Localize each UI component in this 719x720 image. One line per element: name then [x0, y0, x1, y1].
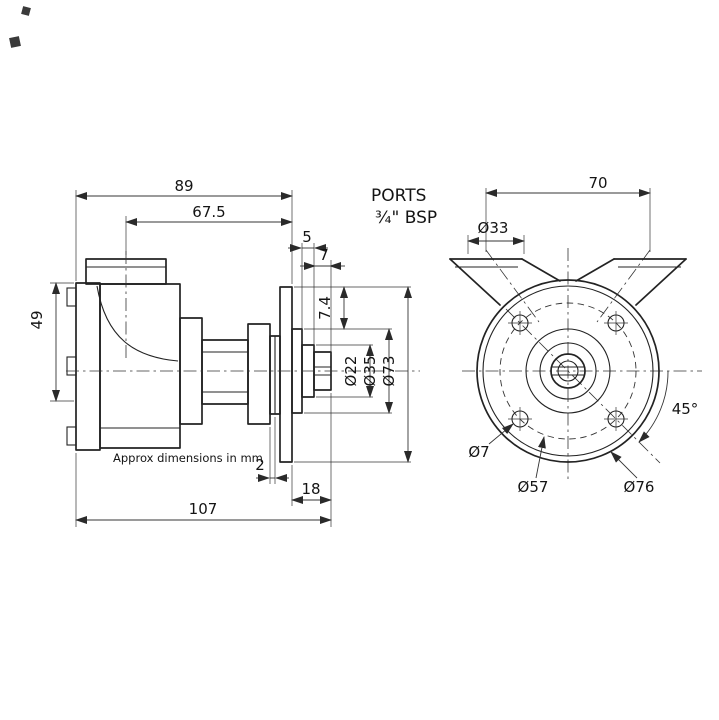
units-note: Approx dimensions in mm [113, 451, 263, 465]
front-mounting-flange [279, 286, 293, 463]
leader-dia57: Ø57 [518, 436, 549, 496]
dim-dia73-label: Ø73 [380, 356, 398, 387]
leader-dia76: Ø76 [610, 451, 655, 496]
dim-7-label: 7 [319, 246, 329, 264]
dim-67-5-label: 67.5 [192, 203, 225, 221]
dim-18: 18 [291, 393, 332, 527]
dim-2-label: 2 [255, 456, 265, 474]
dim-45deg: 45° [638, 370, 699, 443]
dim-dia33: Ø33 [467, 219, 525, 254]
dim-7: 7 [300, 246, 345, 355]
right-port-axis [596, 249, 651, 323]
side-view: 89 67.5 5 7 49 [28, 177, 420, 527]
pump-body [99, 283, 181, 449]
hub-circle-35 [525, 328, 611, 414]
dim-70: 70 [485, 174, 651, 252]
rear-flange-plate [75, 282, 101, 451]
print-speck-2 [9, 36, 21, 48]
dim-107-label: 107 [189, 500, 218, 518]
ports-label-line1: PORTS [371, 186, 426, 206]
dim-7-4-label: 7.4 [316, 296, 334, 320]
dim-89: 89 [75, 177, 293, 284]
volute-curve [96, 285, 179, 362]
front-diagonal-centerline [505, 308, 661, 464]
side-view-outline [66, 258, 332, 463]
leader-dia76-label: Ø76 [624, 478, 655, 496]
dim-5: 5 [288, 228, 328, 348]
dim-70-label: 70 [588, 174, 607, 192]
dim-49-label: 49 [28, 310, 46, 329]
flange-clip-bottom [66, 426, 77, 446]
dim-dia22: Ø22 [316, 344, 374, 398]
leader-dia57-label: Ø57 [518, 478, 549, 496]
shaft-circle [550, 353, 586, 389]
dim-18-label: 18 [301, 480, 320, 498]
front-ports-outline [449, 258, 687, 306]
dim-dia35: Ø35 [304, 328, 393, 414]
dim-67-5: 67.5 [125, 203, 293, 255]
dim-dia22-label: Ø22 [342, 356, 360, 387]
flange-clip-top [66, 287, 77, 307]
dim-dia35-label: Ø35 [361, 356, 379, 387]
bearing-disc [247, 323, 271, 425]
leader-dia7-label: Ø7 [468, 443, 489, 461]
dim-7-4: 7.4 [294, 286, 411, 330]
dim-dia73: Ø73 [294, 286, 412, 463]
ports-callout: PORTS ¾" BSP [371, 186, 437, 228]
dim-49: 49 [28, 282, 74, 402]
hub-circle-22 [539, 342, 597, 400]
bolt-circle [499, 302, 637, 440]
body-outer-circle [476, 279, 660, 463]
print-speck-1 [21, 6, 31, 16]
front-view: PORTS ¾" BSP 70 Ø33 45° Ø7 [371, 174, 702, 496]
dim-89-label: 89 [174, 177, 193, 195]
bearing-tube [201, 339, 249, 405]
dim-107: 107 [75, 453, 332, 527]
shaft-bore-circle [557, 360, 579, 382]
left-port-axis [485, 249, 540, 323]
ports-label-line2: ¾" BSP [375, 208, 437, 228]
bolt-holes [508, 311, 628, 431]
dim-2: 2 [255, 417, 289, 484]
dim-45deg-label: 45° [672, 400, 699, 418]
flange-rim-circle [482, 285, 654, 457]
dim-5-label: 5 [302, 228, 312, 246]
flange-clip-mid [66, 356, 77, 376]
dim-dia33-label: Ø33 [478, 219, 509, 237]
leader-dia7: Ø7 [468, 423, 514, 461]
